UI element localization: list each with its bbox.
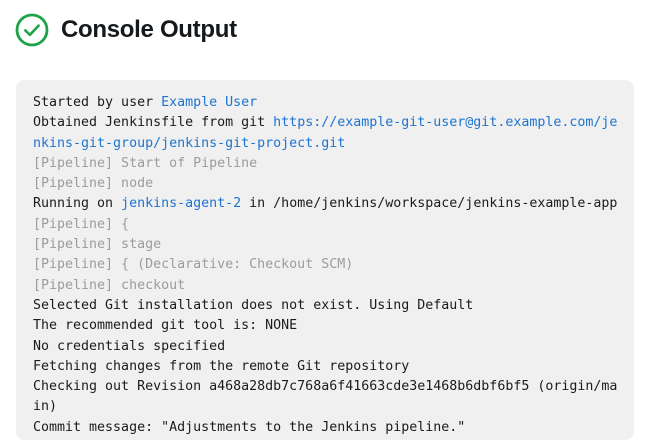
log-text: Started by user (33, 95, 162, 110)
log-line-commit-message: Commit message: "Adjustments to the Jenk… (33, 418, 618, 438)
log-link[interactable]: jenkins-agent-2 (121, 196, 242, 212)
log-line-pipeline-stage: [Pipeline] stage (33, 235, 618, 255)
log-text: Obtained Jenkinsfile from git (33, 115, 274, 131)
log-line-checking-out-revision: Checking out Revision a468a28db7c768a6f4… (33, 377, 618, 418)
log-text: [Pipeline] node (33, 176, 154, 192)
log-line-fetching-changes: Fetching changes from the remote Git rep… (33, 357, 618, 377)
log-line-pipeline-node: [Pipeline] node (33, 174, 618, 194)
log-text: [Pipeline] stage (33, 237, 162, 253)
log-text: [Pipeline] { (Declarative: Checkout SCM) (33, 257, 354, 273)
log-text: [Pipeline] checkout (33, 277, 186, 293)
log-line-pipeline-checkout: [Pipeline] checkout (33, 276, 618, 296)
log-text: Selected Git installation does not exist… (33, 297, 474, 313)
log-line-recommended-git-tool: The recommended git tool is: NONE (33, 316, 618, 336)
log-link[interactable]: Example User (161, 95, 258, 110)
log-text: in /home/jenkins/workspace/jenkins-examp… (241, 196, 618, 212)
log-text: Commit message: "Adjustments to the Jenk… (33, 419, 466, 435)
log-line-running-on-agent: Running on jenkins-agent-2 in /home/jenk… (33, 194, 618, 214)
page-title: Console Output (61, 15, 237, 43)
log-line-pipeline-open-brace: [Pipeline] { (33, 215, 618, 235)
log-line-pipeline-declarative-checkout-scm: [Pipeline] { (Declarative: Checkout SCM) (33, 255, 618, 275)
log-line-started-by-user: Started by user Example User (33, 93, 618, 113)
log-line-obtained-jenkinsfile: Obtained Jenkinsfile from git https://ex… (33, 113, 618, 154)
log-line-no-credentials-specified: No credentials specified (33, 337, 618, 357)
log-text: Checking out Revision a468a28db7c768a6f4… (33, 379, 618, 415)
log-text: [Pipeline] Start of Pipeline (33, 155, 258, 171)
log-text: [Pipeline] { (33, 216, 130, 232)
log-link[interactable]: https://example-git-user@git.example.com… (33, 115, 618, 151)
log-line-pipeline-start-of-pipeline: [Pipeline] Start of Pipeline (33, 154, 618, 174)
log-text: The recommended git tool is: NONE (33, 318, 298, 334)
log-text: Fetching changes from the remote Git rep… (33, 358, 410, 374)
log-text: Running on (33, 196, 122, 212)
page-header: Console Output (0, 0, 650, 46)
log-text: No credentials specified (33, 338, 226, 354)
log-line-selected-git-installation: Selected Git installation does not exist… (33, 296, 618, 316)
check-circle-icon (15, 13, 49, 46)
